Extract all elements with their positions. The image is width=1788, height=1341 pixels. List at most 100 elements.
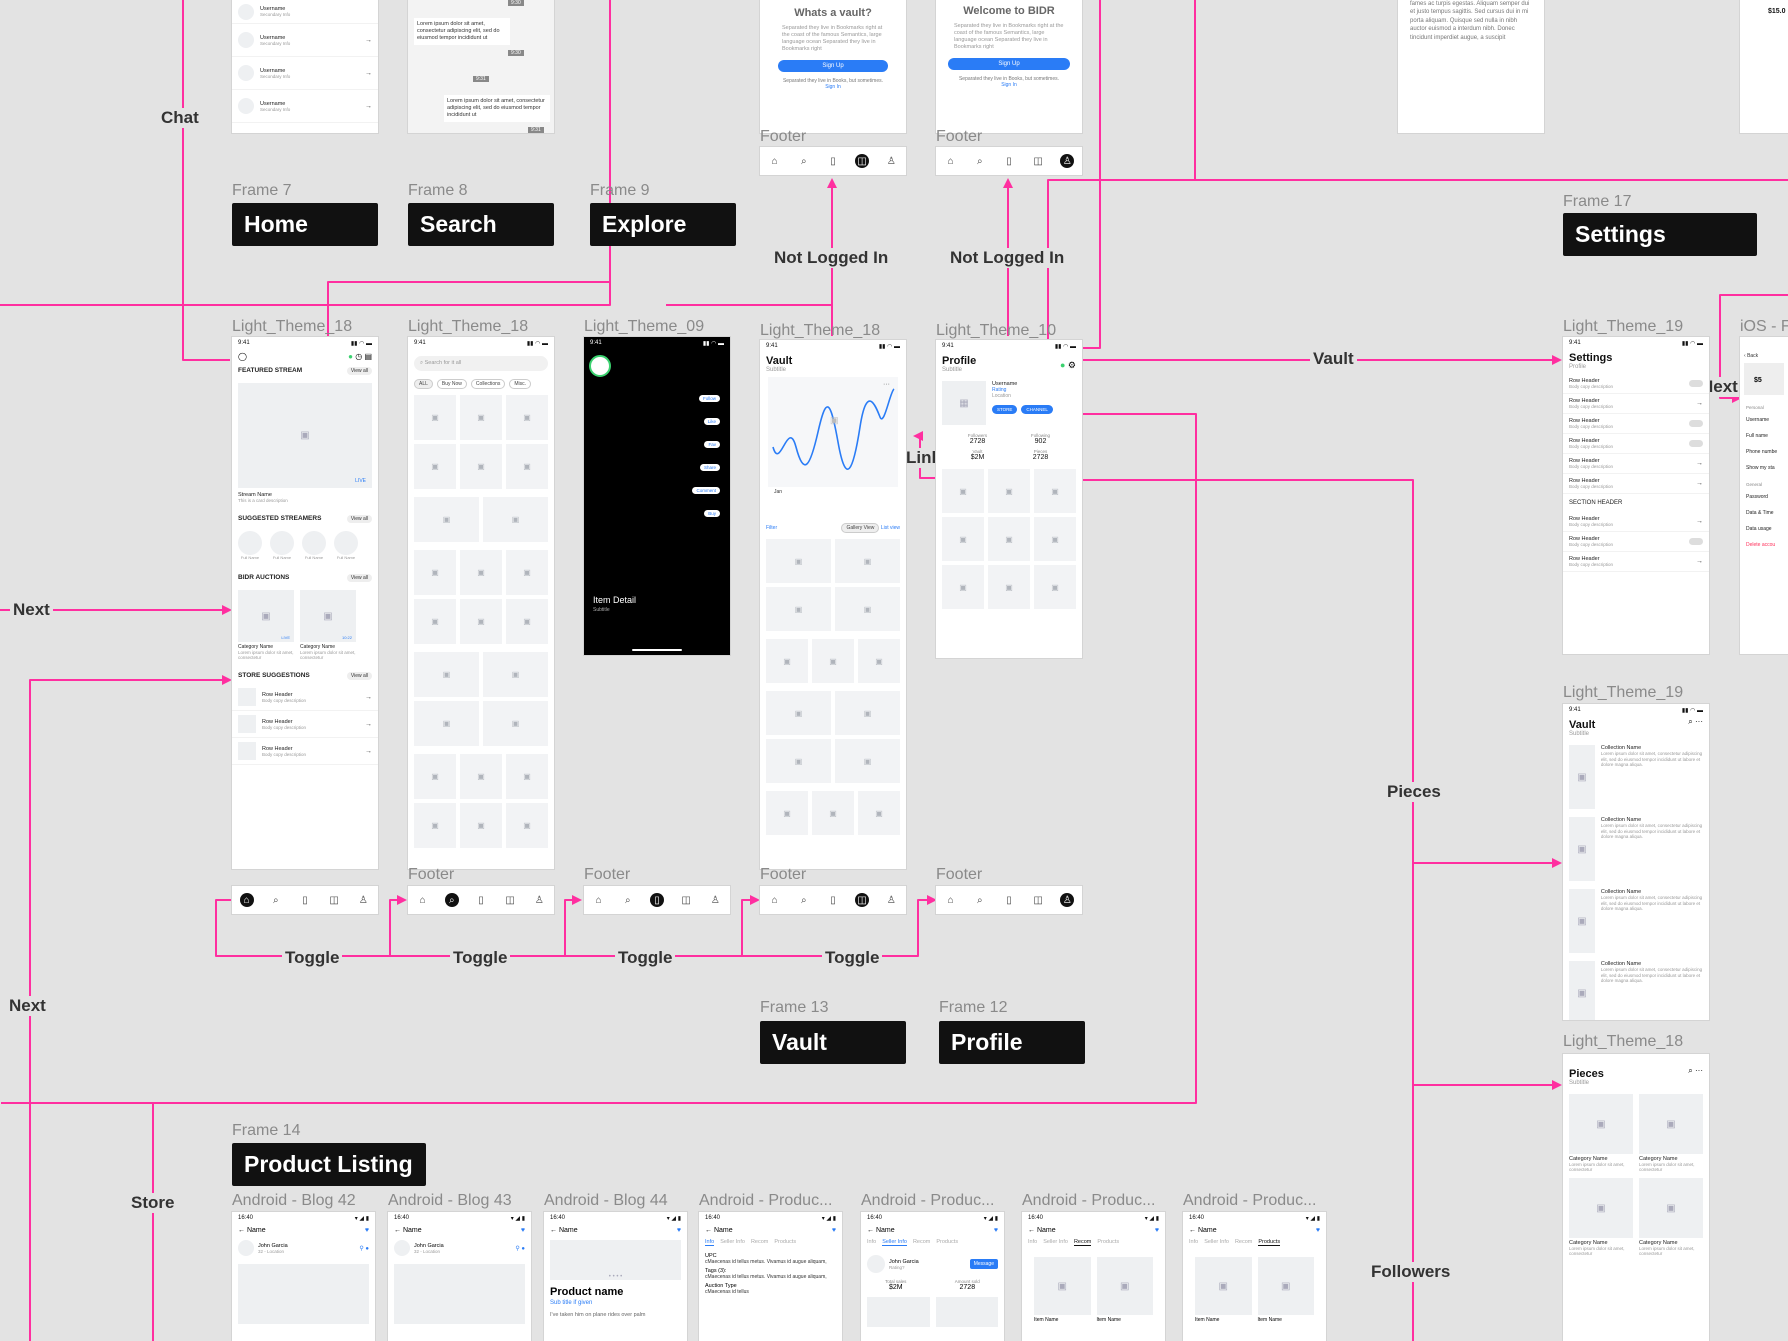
clock-icon[interactable]: ◷	[355, 352, 363, 361]
profile-tile[interactable]: ▣	[942, 565, 984, 609]
result-tile[interactable]: ▣	[460, 803, 502, 848]
auction-card[interactable]: ▣10:22 Category Name Lorem ipsum dolor s…	[300, 590, 356, 660]
chip-buy-now[interactable]: Buy Now	[436, 379, 467, 389]
result-tile[interactable]: ▣	[414, 754, 456, 799]
result-tile[interactable]: ▣	[414, 652, 479, 697]
search-input[interactable]: ⌕ Search for it all	[414, 356, 548, 371]
result-tile[interactable]: ▣	[506, 754, 548, 799]
map-icon[interactable]: ◫	[855, 154, 870, 168]
ios-row-password[interactable]: Password	[1746, 494, 1768, 500]
map-icon[interactable]: ◫	[329, 894, 339, 906]
map-icon[interactable]: ◫	[505, 894, 515, 906]
avatar[interactable]	[867, 1255, 885, 1273]
product-carousel[interactable]: • • • •	[550, 1240, 681, 1280]
chip-collections[interactable]: Collections	[470, 379, 506, 389]
search-icon[interactable]: ⌕	[444, 893, 459, 907]
heart-icon[interactable]: ♥	[364, 1227, 369, 1234]
device-icon[interactable]: ▯	[649, 893, 664, 907]
user-icon[interactable]: ♙	[534, 894, 544, 906]
heart-icon[interactable]: ♥	[520, 1227, 525, 1234]
search-icon[interactable]: ⌕	[272, 894, 279, 906]
channel-button[interactable]: CHANNEL	[1021, 405, 1053, 414]
frame-badge-home[interactable]: Home	[232, 203, 378, 246]
profile-tile[interactable]: ▣	[1034, 469, 1076, 513]
frame-badge-settings[interactable]: Settings	[1563, 213, 1757, 256]
search-icon[interactable]: ⌕	[800, 155, 807, 167]
vault-tile[interactable]: ▣	[766, 639, 808, 683]
map-icon[interactable]: ◫	[1033, 894, 1043, 906]
ios-row-full-name[interactable]: Full name	[1746, 433, 1768, 439]
product-item[interactable]: ▣Item Name	[1195, 1257, 1252, 1323]
map-icon[interactable]: ◫	[681, 894, 691, 906]
fav-button[interactable]: Fav	[704, 441, 720, 448]
profile-picture[interactable]: ▦	[942, 381, 986, 425]
gallery-view-button[interactable]: Gallery View	[841, 523, 880, 533]
user-icon[interactable]: ♙	[886, 894, 896, 906]
user-icon[interactable]: ♙	[886, 155, 896, 167]
result-tile[interactable]: ▣	[414, 444, 456, 489]
sign-in-link[interactable]: Sign In	[1001, 81, 1017, 88]
map-icon[interactable]: ◫	[1033, 155, 1043, 167]
user-icon[interactable]: ♙	[1060, 893, 1075, 907]
stat-vault[interactable]: Vault$2M	[946, 449, 1009, 461]
tab-products[interactable]: Products	[936, 1239, 959, 1245]
vault-tile[interactable]: ▣	[835, 691, 900, 735]
message-button[interactable]: Message	[969, 1259, 998, 1269]
share-button[interactable]: Share	[699, 464, 720, 471]
ios-row-phone[interactable]: Phone numbe	[1746, 449, 1778, 455]
tab-info[interactable]: Info	[1028, 1239, 1038, 1245]
result-tile[interactable]: ▣	[414, 395, 456, 440]
vault-tile[interactable]: ▣	[858, 639, 900, 683]
avatar[interactable]	[394, 1240, 410, 1256]
search-icon[interactable]: ⌕ ···	[1688, 717, 1703, 726]
tab-recom[interactable]: Recom	[750, 1239, 769, 1245]
tab-info[interactable]: Info	[867, 1239, 877, 1245]
tab-products[interactable]: Products	[1258, 1239, 1281, 1246]
view-all-button[interactable]: View all	[346, 367, 372, 375]
vault-tile[interactable]: ▣	[766, 791, 808, 835]
toggle-switch[interactable]	[1689, 420, 1703, 427]
back-arrow-icon[interactable]: ←	[394, 1227, 401, 1234]
streamer-item[interactable]: Full Name	[238, 531, 262, 560]
heart-icon[interactable]: ♥	[676, 1227, 681, 1234]
back-arrow-icon[interactable]: ←	[1028, 1227, 1035, 1234]
device-icon[interactable]: ▯	[1006, 155, 1012, 167]
device-icon[interactable]: ▯	[830, 155, 836, 167]
tab-seller-info[interactable]: Seller Info	[1043, 1239, 1068, 1245]
back-arrow-icon[interactable]: ←	[550, 1227, 557, 1234]
vault-tile[interactable]: ▣	[766, 539, 831, 583]
result-tile[interactable]: ▣	[414, 497, 479, 542]
avatar[interactable]	[238, 1240, 254, 1256]
chip-all[interactable]: ALL	[414, 379, 433, 389]
delete-account-button[interactable]: Delete accou	[1746, 542, 1776, 548]
ios-row-date-time[interactable]: Data & Time	[1746, 510, 1774, 516]
tab-products[interactable]: Products	[1097, 1239, 1120, 1245]
list-view-button[interactable]: List view	[880, 525, 900, 531]
sign-up-button[interactable]: Sign Up	[948, 57, 1070, 70]
home-icon[interactable]: ⌂	[947, 894, 954, 906]
comment-button[interactable]: Comment	[692, 487, 720, 494]
result-tile[interactable]: ▣	[460, 395, 502, 440]
profile-tile[interactable]: ▣	[1034, 517, 1076, 561]
vault-tile[interactable]: ▣	[766, 739, 831, 783]
result-tile[interactable]: ▣	[460, 444, 502, 489]
vault-tile[interactable]: ▣	[835, 539, 900, 583]
result-tile[interactable]: ▣	[414, 803, 456, 848]
home-icon[interactable]: ⌂	[947, 155, 954, 167]
toggle-switch[interactable]	[1689, 440, 1703, 447]
result-tile[interactable]: ▣	[506, 599, 548, 644]
home-icon[interactable]: ⌂	[419, 894, 426, 906]
tab-info[interactable]: Info	[1189, 1239, 1199, 1245]
auction-card[interactable]: ▣LIVE Category Name Lorem ipsum dolor si…	[238, 590, 294, 660]
